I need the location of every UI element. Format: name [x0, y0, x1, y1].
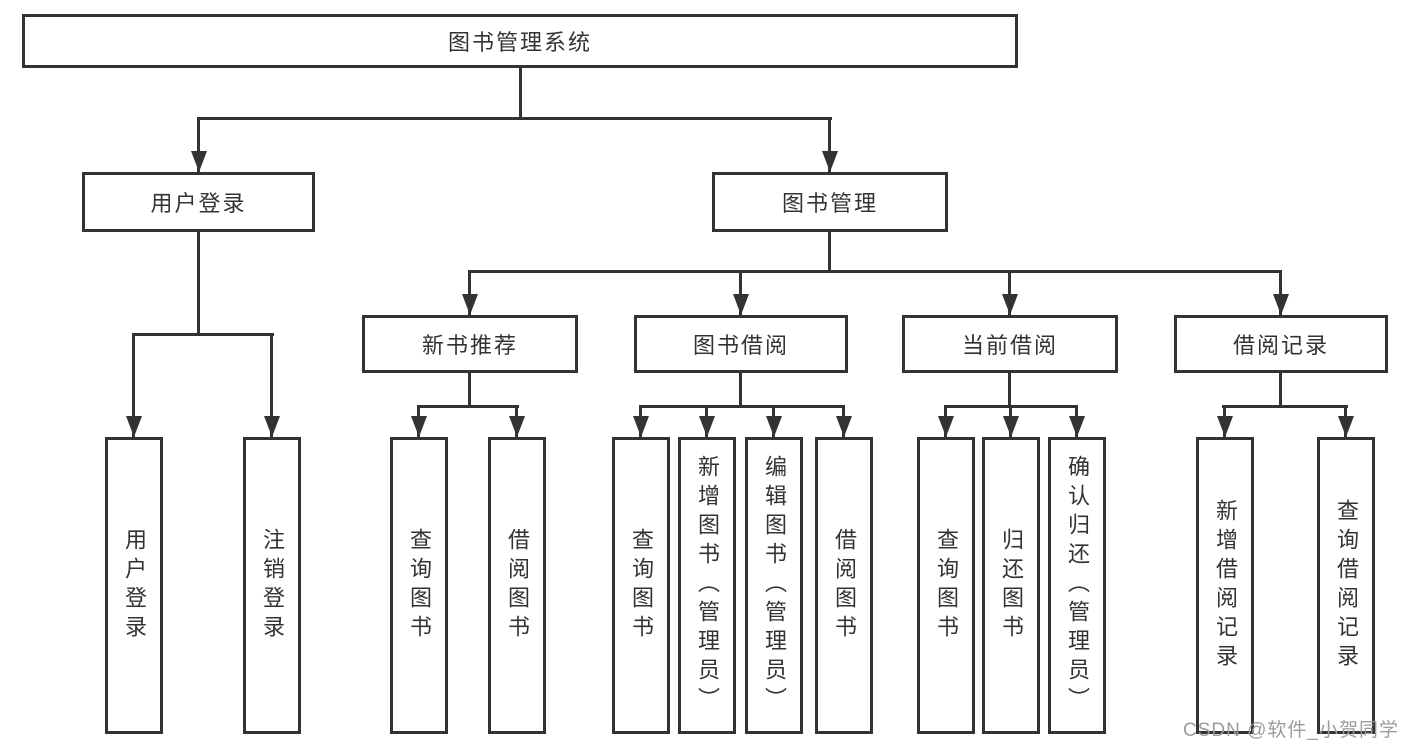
arrow-down-icon [1003, 416, 1019, 437]
connector-line [1008, 373, 1011, 408]
connector-line [468, 270, 471, 315]
node-label: 新书推荐 [421, 333, 518, 358]
node-label: 查询图书 [407, 527, 432, 644]
node-book-management: 图书管理 [712, 172, 948, 232]
node-leaf-borrow-books-1: 借阅图书 [488, 437, 546, 734]
node-label: 确认归还（管理员） [1065, 455, 1090, 716]
arrow-down-icon [126, 416, 142, 437]
connector-line [519, 68, 522, 120]
arrow-down-icon [1338, 416, 1354, 437]
connector-line [197, 117, 200, 172]
connector-line [417, 405, 519, 408]
arrow-down-icon [1273, 294, 1289, 315]
connector-line [132, 333, 274, 336]
node-label: 图书管理系统 [447, 30, 592, 55]
node-borrow-records: 借阅记录 [1174, 315, 1388, 373]
arrow-down-icon [766, 416, 782, 437]
node-leaf-return-book: 归还图书 [982, 437, 1040, 734]
connector-line [739, 270, 742, 315]
node-label: 图书借阅 [692, 333, 789, 358]
arrow-down-icon [1069, 416, 1085, 437]
node-leaf-confirm-return-admin: 确认归还（管理员） [1048, 437, 1106, 734]
node-root-library-system: 图书管理系统 [22, 14, 1018, 68]
arrow-down-icon [822, 151, 838, 172]
connector-line [828, 232, 831, 273]
arrow-down-icon [938, 416, 954, 437]
node-label: 用户登录 [122, 527, 147, 644]
arrow-down-icon [1002, 294, 1018, 315]
arrow-down-icon [509, 416, 525, 437]
node-book-borrow: 图书借阅 [634, 315, 848, 373]
connector-line [828, 117, 831, 172]
connector-line [197, 232, 200, 335]
node-label: 新增图书（管理员） [695, 455, 720, 716]
node-label: 查询图书 [934, 527, 959, 644]
node-leaf-user-login: 用户登录 [105, 437, 163, 734]
arrow-down-icon [699, 416, 715, 437]
node-label: 归还图书 [999, 527, 1024, 644]
arrow-down-icon [733, 294, 749, 315]
connector-line [1279, 270, 1282, 315]
node-label: 借阅图书 [505, 527, 530, 644]
node-label: 编辑图书（管理员） [762, 455, 787, 716]
node-label: 借阅记录 [1232, 333, 1329, 358]
connector-line [739, 373, 742, 408]
node-current-borrow: 当前借阅 [902, 315, 1118, 373]
node-leaf-add-book-admin: 新增图书（管理员） [678, 437, 736, 734]
connector-line [468, 270, 1282, 273]
node-leaf-query-books-1: 查询图书 [390, 437, 448, 734]
node-label: 注销登录 [260, 527, 285, 644]
arrow-down-icon [411, 416, 427, 437]
node-label: 借阅图书 [832, 527, 857, 644]
node-leaf-edit-book-admin: 编辑图书（管理员） [745, 437, 803, 734]
connector-line [1279, 373, 1282, 408]
node-leaf-query-borrow-record: 查询借阅记录 [1317, 437, 1375, 734]
connector-line [132, 333, 135, 437]
arrow-down-icon [264, 416, 280, 437]
connector-line [197, 117, 832, 120]
node-label: 图书管理 [781, 191, 878, 216]
node-label: 查询图书 [629, 527, 654, 644]
node-label: 查询借阅记录 [1334, 498, 1359, 673]
node-leaf-add-borrow-record: 新增借阅记录 [1196, 437, 1254, 734]
node-label: 用户登录 [150, 191, 247, 216]
node-leaf-query-books-3: 查询图书 [917, 437, 975, 734]
node-leaf-borrow-books-2: 借阅图书 [815, 437, 873, 734]
connector-line [270, 333, 273, 437]
arrow-down-icon [836, 416, 852, 437]
connector-line [468, 373, 471, 408]
arrow-down-icon [633, 416, 649, 437]
connector-line [1222, 405, 1348, 408]
arrow-down-icon [191, 151, 207, 172]
connector-line [639, 405, 845, 408]
node-label: 当前借阅 [961, 333, 1058, 358]
node-leaf-logout: 注销登录 [243, 437, 301, 734]
node-leaf-query-books-2: 查询图书 [612, 437, 670, 734]
connector-line [1008, 270, 1011, 315]
csdn-watermark: CSDN @软件_小贺同学 [1183, 720, 1399, 741]
node-user-login: 用户登录 [82, 172, 315, 232]
arrow-down-icon [462, 294, 478, 315]
node-label: 新增借阅记录 [1213, 498, 1238, 673]
arrow-down-icon [1217, 416, 1233, 437]
node-new-book-recommend: 新书推荐 [362, 315, 578, 373]
